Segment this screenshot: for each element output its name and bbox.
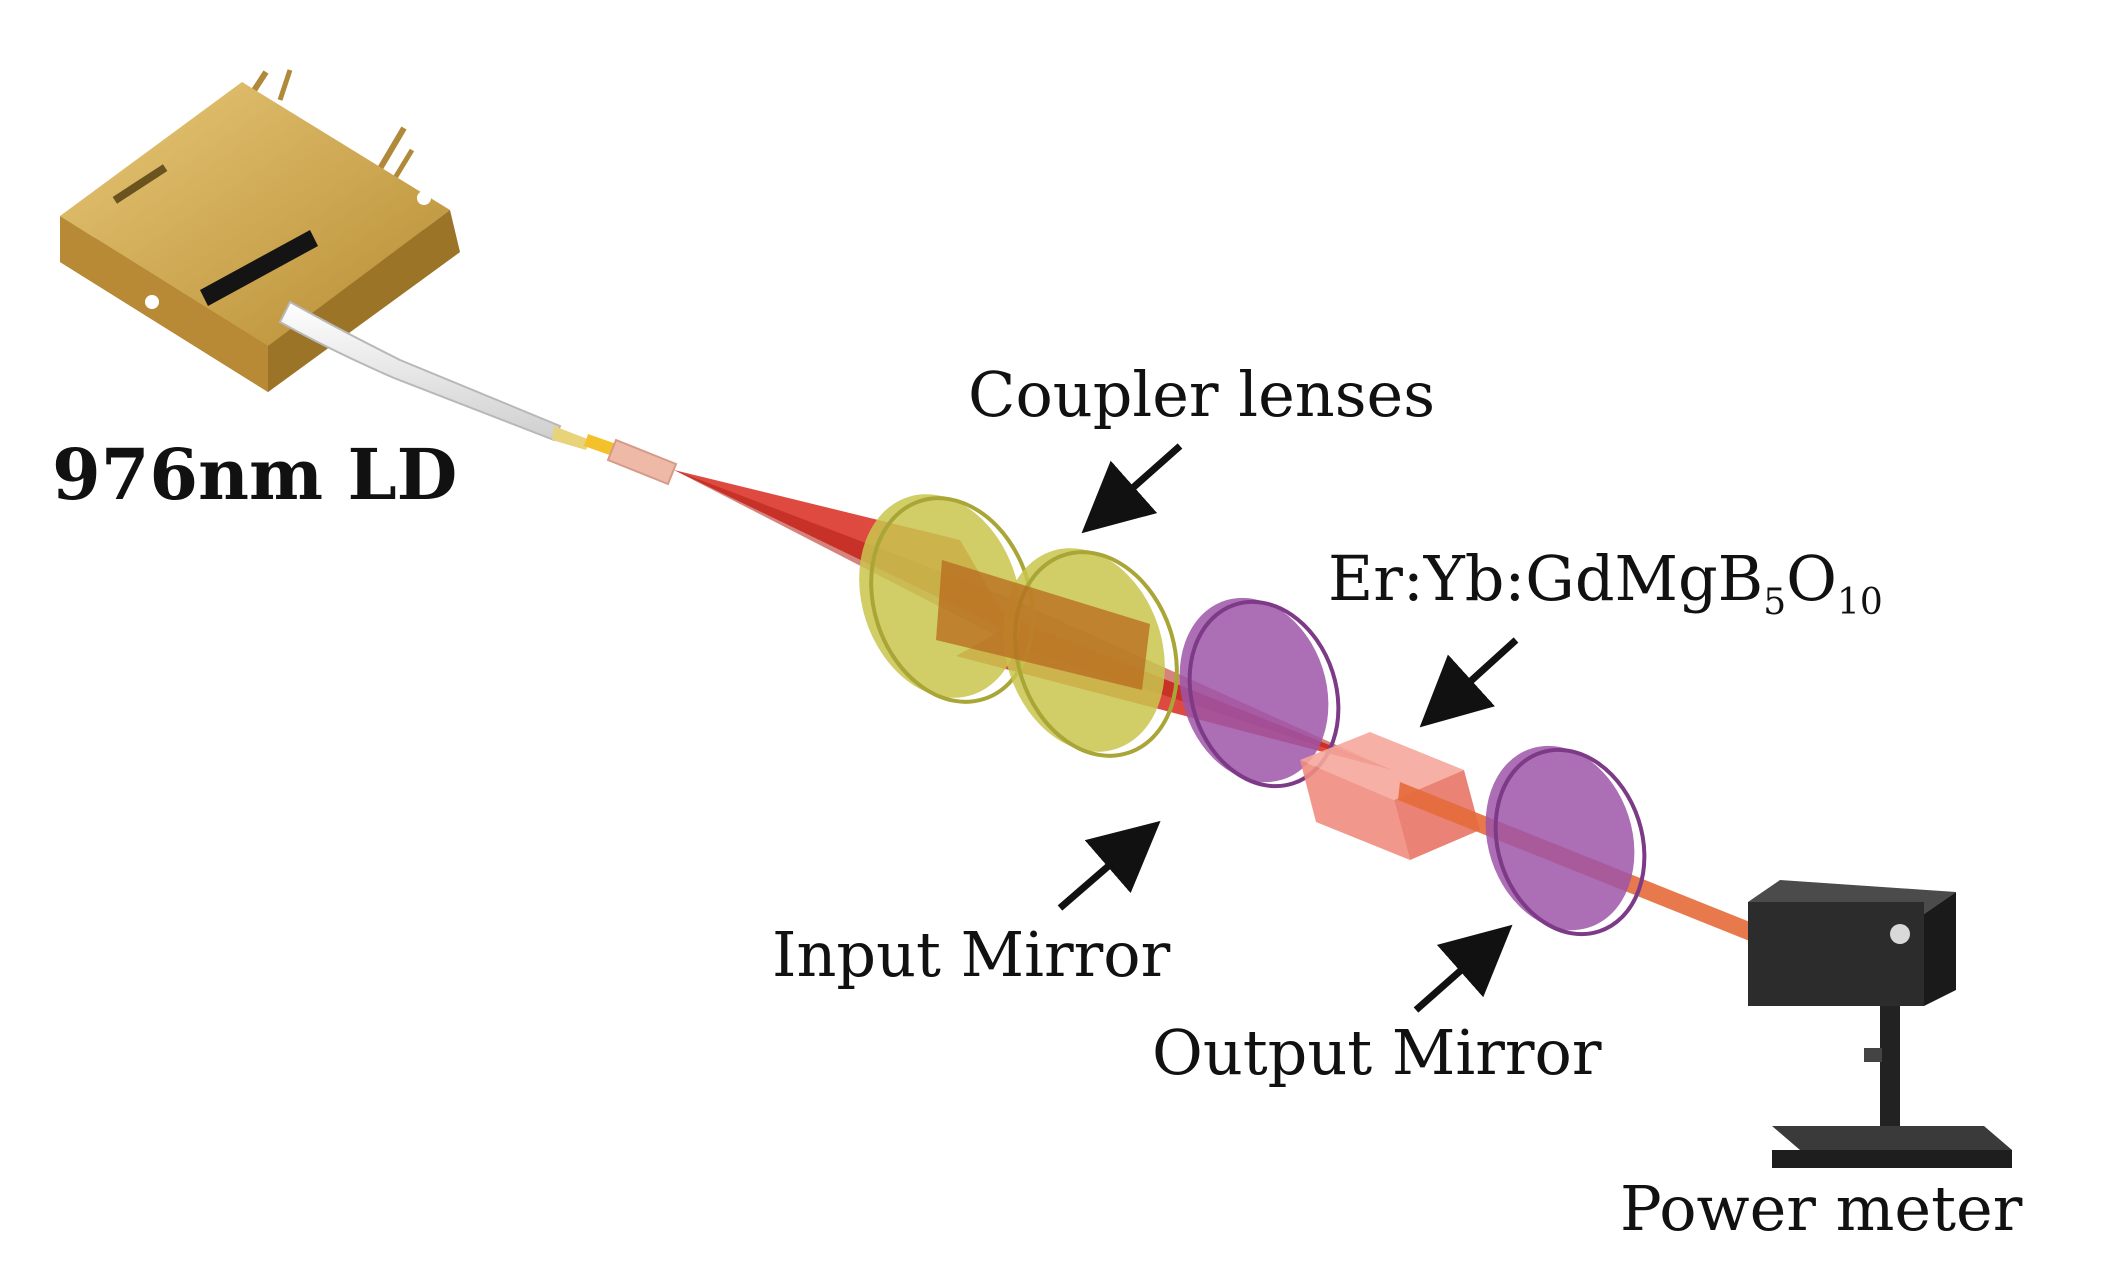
input-mirror: [1179, 597, 1341, 789]
arrow-crystal: [1419, 637, 1519, 728]
coupler-lenses-label: Coupler lenses: [968, 358, 1436, 431]
input-mirror-label: Input Mirror: [772, 918, 1171, 991]
crystal-label-prefix: Er:Yb:GdMgB: [1328, 542, 1764, 615]
output-mirror: [1485, 745, 1647, 937]
crystal-label-mid: O: [1786, 542, 1837, 615]
power-meter-label: Power meter: [1620, 1172, 2023, 1245]
collimated-beam-section: [936, 560, 1150, 690]
arrow-input-mirror: [1057, 820, 1161, 911]
crystal-label-sub2: 10: [1837, 582, 1883, 623]
laser-diode-icon: [60, 69, 678, 486]
arrow-output-mirror: [1413, 924, 1513, 1013]
output-mirror-label: Output Mirror: [1152, 1016, 1602, 1089]
crystal-label: Er:Yb:GdMgB5O10: [1328, 548, 1883, 621]
laser-diode-label: 976nm LD: [52, 433, 458, 516]
power-meter-icon: [1748, 880, 2012, 1168]
gain-crystal: [1300, 732, 1480, 860]
crystal-label-sub1: 5: [1763, 582, 1787, 623]
arrow-coupler: [1081, 443, 1183, 534]
